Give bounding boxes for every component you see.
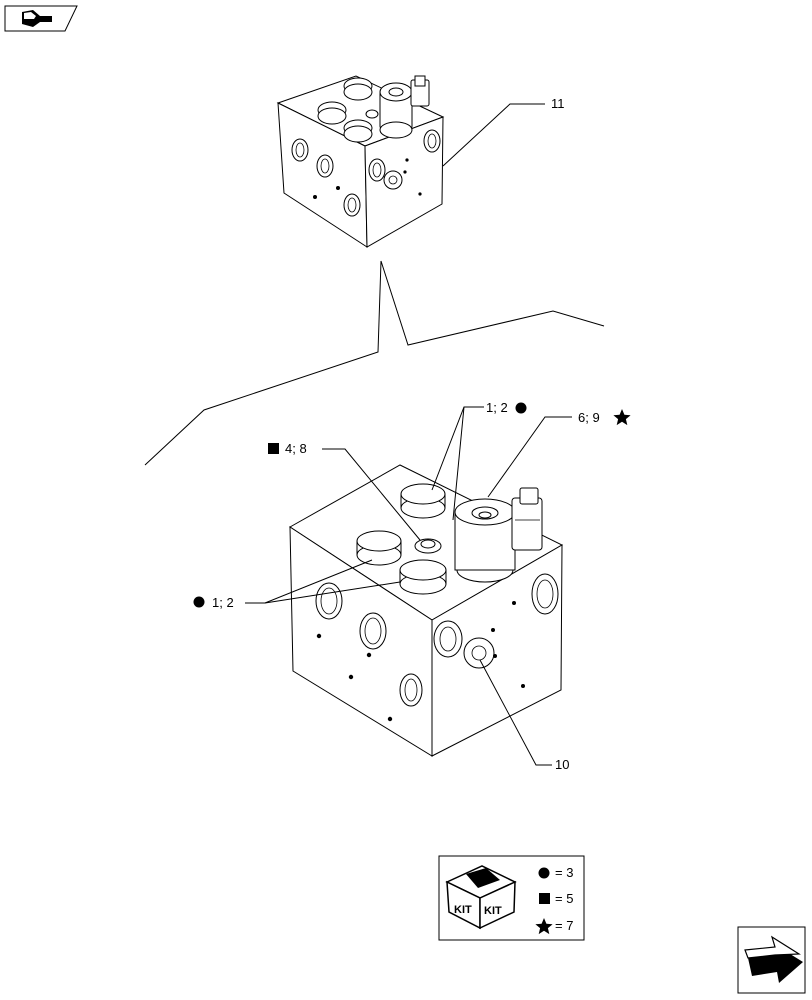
callout-1-2-top: 1; 2 [486, 400, 508, 415]
solenoid-valve [379, 75, 430, 139]
plug [399, 559, 447, 595]
kit-legend: KIT KIT = 3 = 5 = 7 [438, 855, 585, 941]
callout-1-2-left: 1; 2 [212, 595, 234, 610]
kit-row-square: = 5 [555, 891, 573, 906]
svg-text:KIT: KIT [454, 904, 472, 916]
plug [343, 119, 373, 143]
plug [343, 77, 373, 101]
callout-6-9: 6; 9 [578, 410, 600, 425]
circle-marker [193, 596, 205, 608]
plug [317, 101, 347, 125]
next-nav-button[interactable] [737, 926, 806, 994]
valve-block-assembled [276, 75, 445, 248]
callout-11: 11 [551, 96, 565, 111]
square-marker [268, 443, 279, 454]
plug [400, 483, 446, 519]
star-marker [613, 409, 631, 426]
callout-10: 10 [555, 757, 569, 772]
back-arrow-icon [22, 10, 52, 27]
plug [356, 530, 402, 566]
callout-4-8: 4; 8 [285, 441, 307, 456]
star-marker [535, 918, 553, 935]
kit-box-icon: KIT KIT [445, 865, 517, 930]
back-nav-button[interactable] [4, 5, 78, 32]
svg-text:KIT: KIT [484, 905, 502, 917]
valve-block-exploded [289, 464, 564, 757]
port-plug [463, 637, 495, 669]
kit-row-star: = 7 [555, 918, 573, 933]
square-marker [539, 893, 550, 904]
break-line [144, 260, 605, 466]
small-plug [414, 538, 442, 554]
circle-marker [515, 402, 527, 414]
solenoid-valve [454, 487, 543, 583]
kit-row-circle: = 3 [555, 865, 573, 880]
circle-marker [538, 867, 550, 879]
next-page-arrow-icon [744, 935, 803, 983]
